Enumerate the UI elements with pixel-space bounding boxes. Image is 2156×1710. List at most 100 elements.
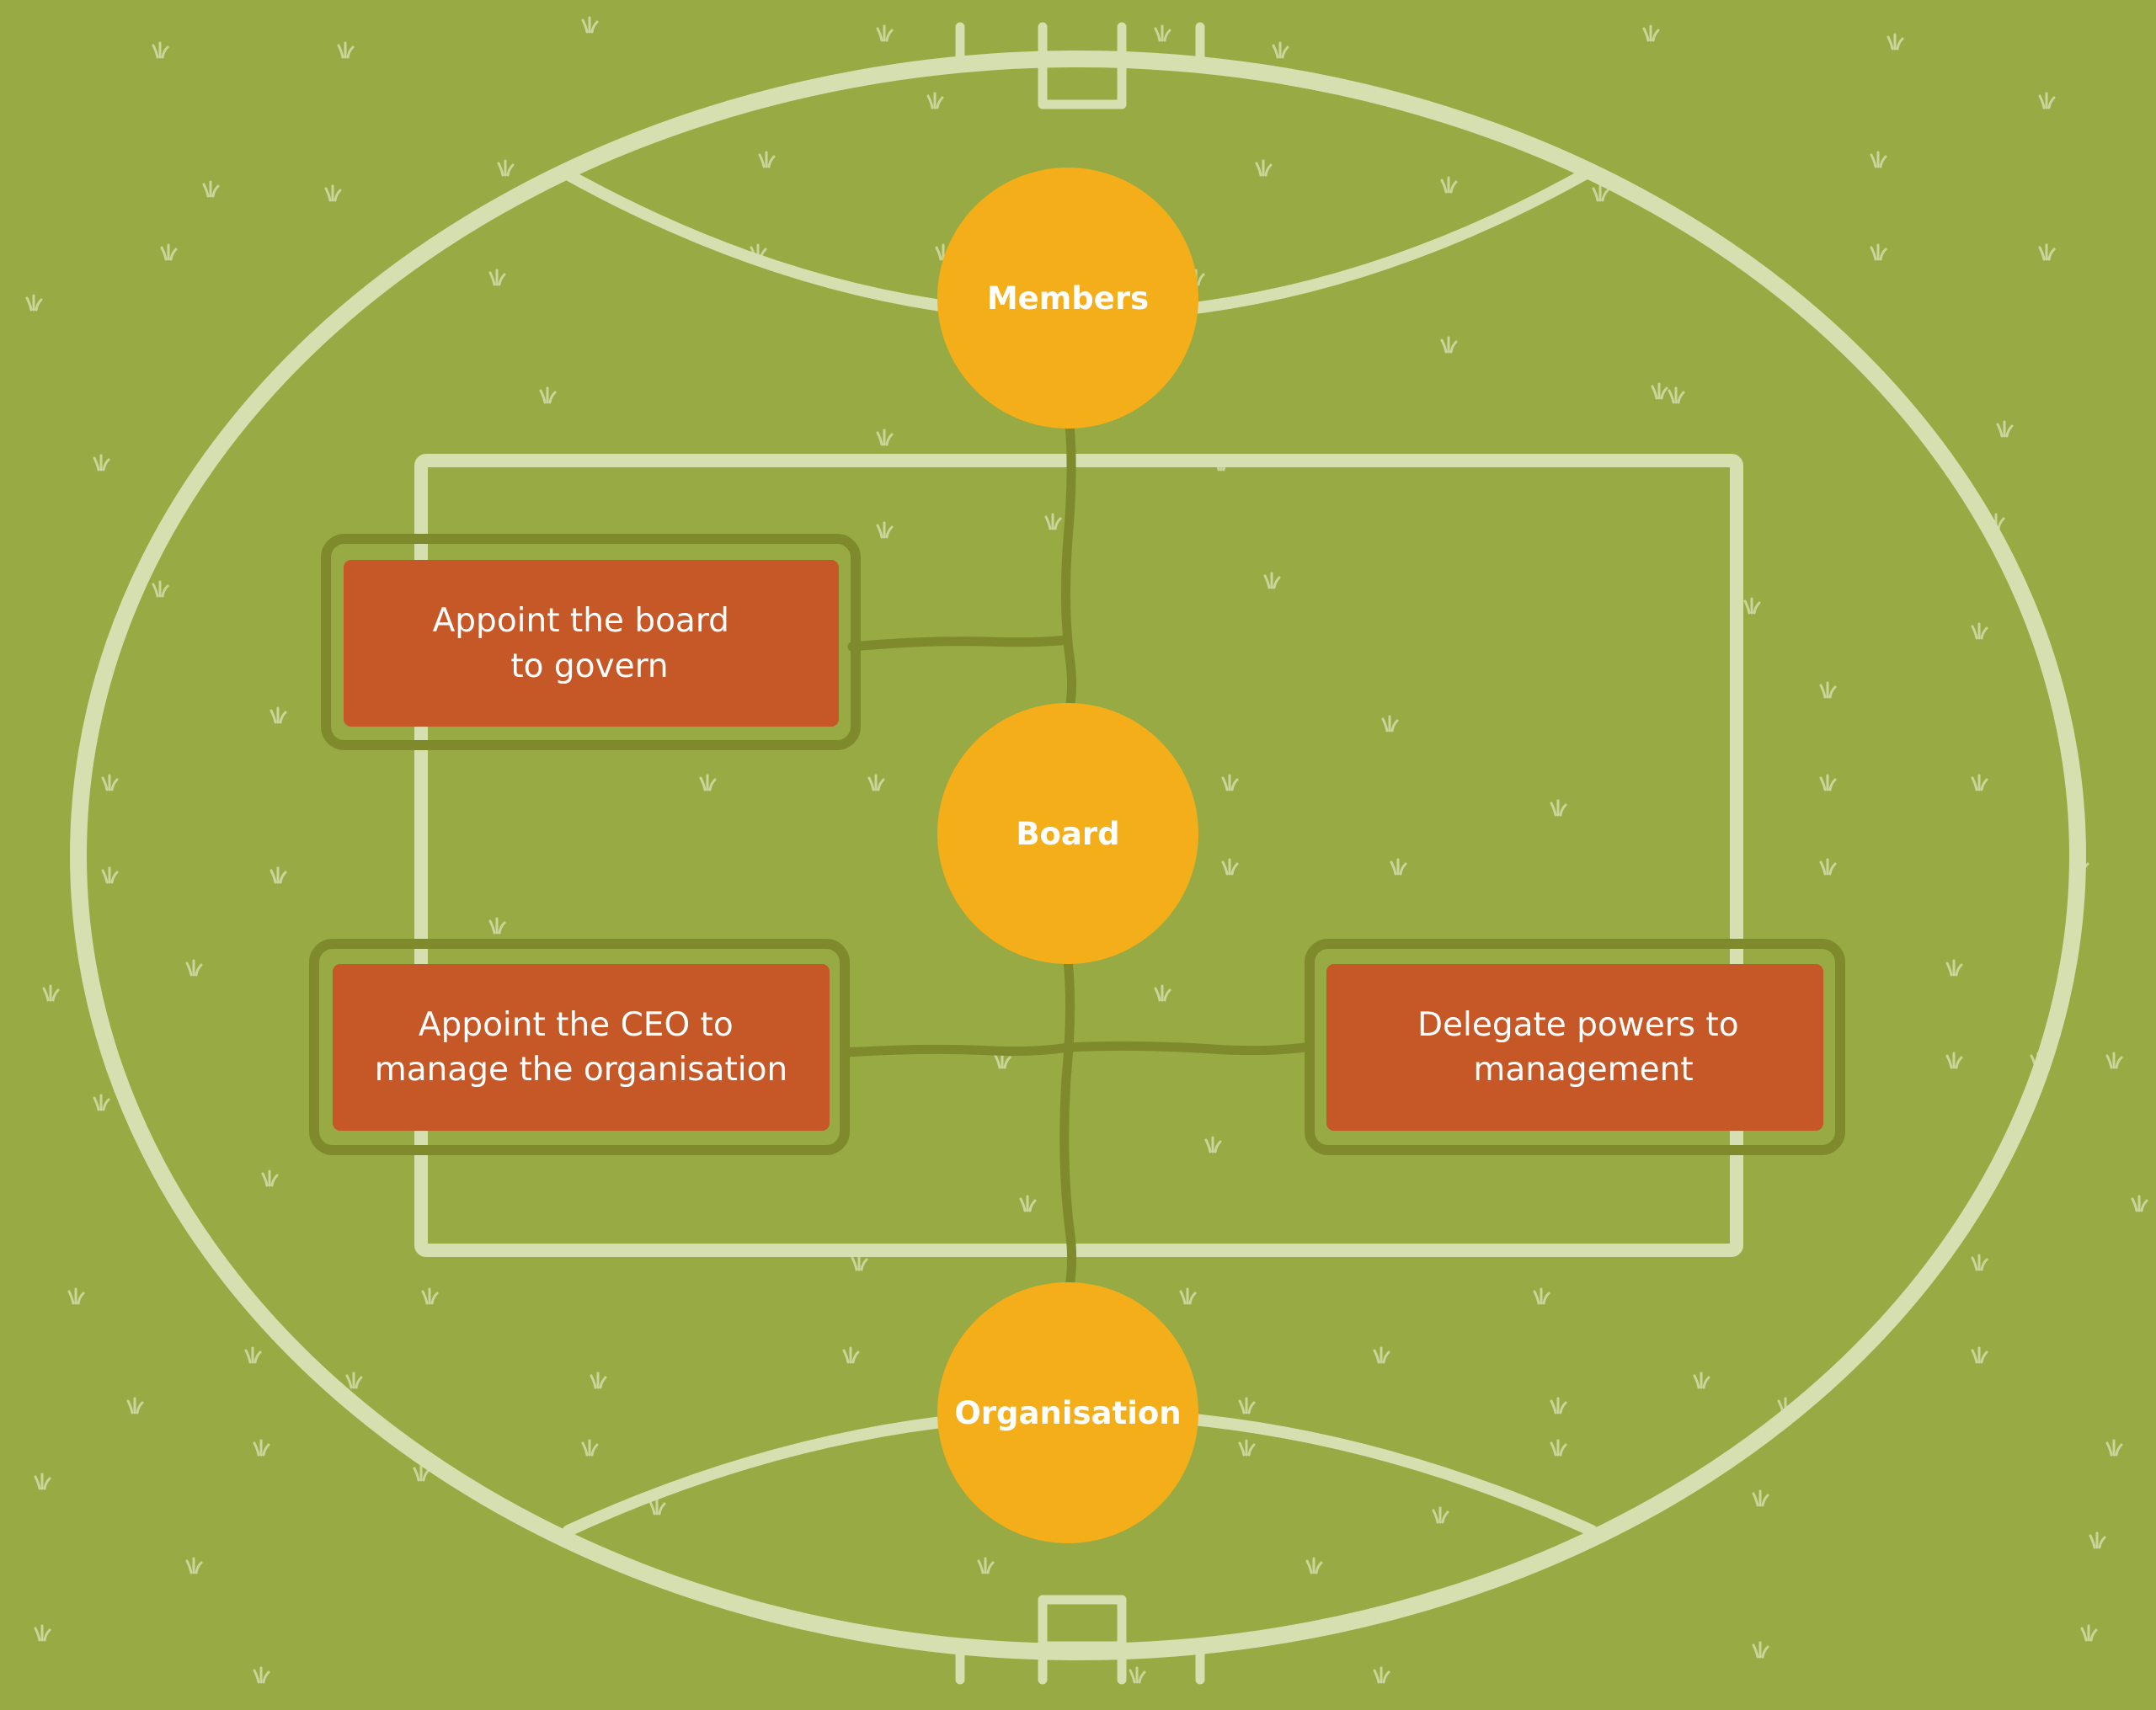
grass-tuft (1221, 774, 1239, 791)
grass-tuft (421, 1287, 439, 1305)
box-frame (1305, 939, 1845, 1155)
connector-board-organisation (1059, 955, 1077, 1302)
grass-tuft (1550, 1439, 1567, 1457)
grass-tuft (1819, 858, 1837, 876)
grass-tuft (1971, 774, 1988, 791)
grass-tuft (34, 1473, 51, 1490)
grass-tuft (699, 774, 717, 791)
grass-tuft (1305, 1557, 1323, 1574)
grass-tuft (126, 1397, 144, 1414)
grass-tuft (1129, 1666, 1146, 1684)
grass-tuft (345, 1372, 363, 1389)
grass-tuft (185, 959, 203, 977)
grass-tuft (1550, 799, 1567, 817)
grass-tuft (1381, 715, 1399, 732)
grass-tuft (101, 774, 119, 791)
svg-text:Delegate powers to manag: Delegate powers to management (1417, 1006, 1749, 1089)
grass-tuft (1179, 1287, 1197, 1305)
grass-tuft (2105, 1439, 2123, 1457)
node-label: Board (1016, 816, 1119, 852)
centre-square (414, 454, 1743, 1257)
grass-tuft (25, 294, 43, 312)
grass-tuft (185, 1557, 203, 1574)
grass-tuft (1651, 382, 1668, 400)
grass-tuft (1238, 1439, 1256, 1457)
grass-tuft (2080, 1624, 2098, 1642)
grass-tuft (648, 1498, 666, 1516)
box-frame (309, 939, 850, 1155)
grass-tuft (1693, 1372, 1710, 1389)
grass-tuft (581, 16, 599, 34)
node-label: Members (987, 280, 1149, 317)
grass-tuft (2105, 1052, 2123, 1069)
box-appoint-board: Appoint the board to govern (321, 534, 861, 750)
grass-tuft (842, 1346, 860, 1364)
grass-tuft (876, 521, 894, 539)
grass-tuft (2131, 1195, 2148, 1212)
bottom-goal-posts (955, 1595, 1205, 1685)
grass-tuft (152, 41, 169, 59)
grass-tuft (34, 1624, 51, 1642)
grass-tuft (994, 1052, 1011, 1069)
grass-tuft (2089, 1532, 2106, 1549)
grass-tuft (160, 243, 178, 261)
grass-tuft (1819, 774, 1837, 791)
connector-appoint-board (847, 635, 1073, 652)
grass-tuft (202, 180, 220, 198)
box-panel (333, 964, 830, 1131)
node-circle (937, 168, 1198, 429)
grass-tuft (1870, 151, 1887, 168)
grass-tuft (93, 1094, 110, 1111)
grass-tuft (42, 984, 60, 1002)
grass-tuft (244, 1346, 262, 1364)
grass-tuft (1550, 1397, 1567, 1414)
box-label-line-2: manage the organisation (375, 1051, 787, 1089)
grass-tuft (93, 454, 110, 471)
connector-appoint-ceo (840, 1042, 1073, 1057)
grass-tuft (1432, 1506, 1449, 1524)
connector-lines (840, 420, 1310, 1302)
grass-tuft (1272, 41, 1289, 59)
grass-tuft (337, 41, 355, 59)
grass-tuft (1373, 1666, 1390, 1684)
node-label: Organisation (954, 1395, 1181, 1431)
grass-tuft (977, 1557, 995, 1574)
grass-tuft (876, 24, 894, 42)
box-delegate: Delegate powers to management (1305, 939, 1845, 1155)
box-frame (321, 534, 861, 750)
grass-tuft (1971, 1346, 1988, 1364)
grass-tuft (270, 866, 287, 884)
grass-tuft (1373, 1346, 1390, 1364)
svg-text:Appoint the board to gov: Appoint the board to govern (433, 602, 740, 685)
box-label-line-1: Appoint the CEO to (419, 1006, 734, 1044)
grass-tuft (1263, 572, 1281, 589)
node-circle (937, 1282, 1198, 1543)
box-label-line-1: Appoint the board (433, 602, 729, 640)
grass-tuft (1945, 1052, 1963, 1069)
grass-tuft (1154, 24, 1171, 42)
box-appoint-ceo: Appoint the CEO to manage the organisati… (309, 939, 850, 1155)
grass-tuft (851, 1254, 868, 1271)
box-panel (1326, 964, 1823, 1131)
grass-tuft (1204, 1136, 1222, 1153)
box-label-line-1: Delegate powers to (1417, 1006, 1739, 1044)
top-goal-posts (955, 22, 1205, 109)
node-members: Members (937, 168, 1198, 429)
grass-tuft (253, 1439, 270, 1457)
grass-tuft (1533, 1287, 1550, 1305)
grass-tuft (497, 159, 515, 177)
grass-tuft (1642, 24, 1660, 42)
grass-tuft (261, 1169, 279, 1187)
grass-tuft (324, 184, 342, 202)
grass-tuft (1668, 386, 1685, 404)
grass-tuft (1044, 513, 1062, 530)
grass-tuft (1440, 336, 1458, 354)
grass-tuft (1238, 1397, 1256, 1414)
grass-tuft (867, 774, 885, 791)
node-board: Board (937, 703, 1198, 964)
grass-tuft (1819, 681, 1837, 699)
svg-text:Appoint the CEO to manag: Appoint the CEO to manage the organisati… (375, 1006, 787, 1089)
grass-tuft (1945, 959, 1963, 977)
grass-tuft (1440, 176, 1458, 194)
